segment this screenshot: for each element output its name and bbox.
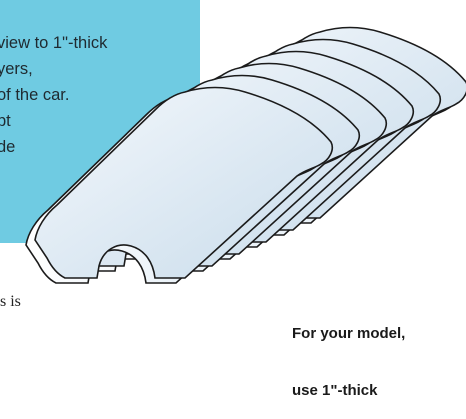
car-slice-1: [26, 88, 332, 284]
slice-face: [35, 88, 332, 279]
slice-stack: [26, 28, 466, 284]
car-slices-illustration: [0, 0, 466, 323]
note-line-1: For your model,: [292, 324, 405, 343]
model-note: For your model, use 1"-thick: [292, 286, 405, 419]
body-text-fragment: s is: [0, 293, 21, 311]
note-line-2: use 1"-thick: [292, 381, 405, 400]
